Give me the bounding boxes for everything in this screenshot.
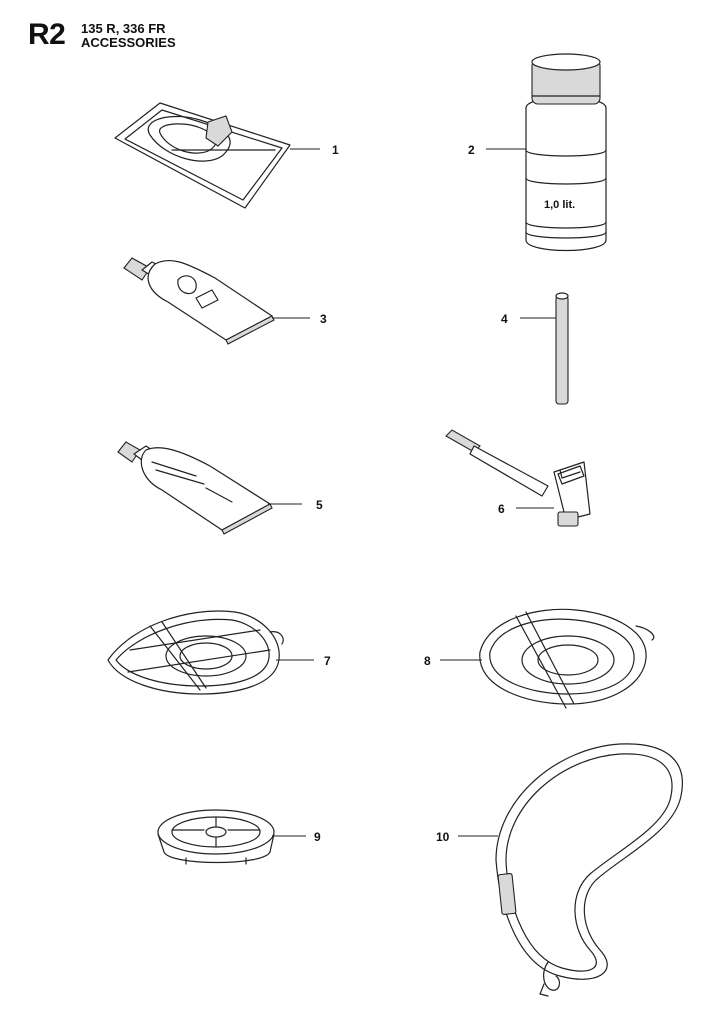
part-5-grease-tube-icon: [117, 441, 273, 535]
bottle-volume-label: 1,0 lit.: [544, 199, 575, 211]
callout-9: 9: [314, 830, 321, 844]
part-7-trimmer-guard-icon: [107, 610, 284, 695]
callout-1: 1: [332, 143, 339, 157]
callout-3: 3: [320, 312, 327, 326]
model-numbers: 135 R, 336 FR: [81, 21, 166, 36]
part-4-locking-pin-icon: [555, 292, 569, 405]
callout-10: 10: [436, 830, 450, 844]
callout-4: 4: [501, 312, 508, 326]
part-8-trimmer-guard-icon: [479, 608, 655, 709]
part-3-grease-tube-icon: [123, 257, 275, 345]
callout-6: 6: [498, 502, 505, 516]
callout-8: 8: [424, 654, 431, 668]
part-1-bag-icon: [114, 102, 291, 209]
page-title: ACCESSORIES: [81, 35, 176, 50]
section-code: R2: [28, 18, 66, 51]
part-2-oil-bottle-icon: 1,0 lit.: [525, 53, 607, 252]
part-10-harness-strap-icon: [495, 743, 683, 997]
callout-5: 5: [316, 498, 323, 512]
callout-7: 7: [324, 654, 331, 668]
part-9-support-cup-icon: [157, 809, 275, 865]
callout-2: 2: [468, 143, 475, 157]
part-6-combination-spanner-icon: [445, 429, 591, 527]
